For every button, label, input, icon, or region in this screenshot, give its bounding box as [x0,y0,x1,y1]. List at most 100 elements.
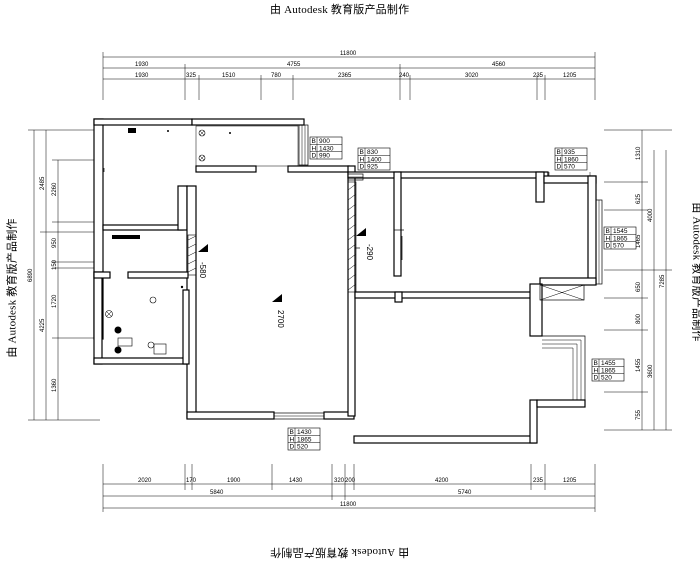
dim-top-row1-i: 235 [533,73,544,79]
dim-bottom-row1-f: 200 [345,478,356,484]
tag-2-d: 925 [367,164,378,171]
tag-3-h: 1860 [564,156,579,163]
tag-5-b: 1455 [601,360,616,367]
light-fixtures [105,129,231,354]
tag-5-d: 520 [601,375,612,382]
dim-left-row2-b: 4225 [40,318,46,332]
dim-right-row1-e: 800 [636,313,642,324]
svg-text:D: D [594,375,599,382]
svg-text:H: H [290,436,295,443]
tag-5-h: 1865 [601,367,616,374]
dim-right-row1-a: 1310 [636,146,642,160]
dim-top-row1-d: 1510 [222,73,236,79]
tag-4-b: 1545 [613,228,628,235]
dim-left-row1-b: 950 [52,237,58,248]
partition-hatch [112,181,357,293]
wall-ticks [103,168,404,260]
svg-text:B: B [594,360,598,367]
dim-right-row1-b: 625 [636,193,642,204]
window-tag-1: BHD 900 1430 990 [309,136,343,160]
dim-right-row1-c: 1465 [636,234,642,248]
level-label-a: -580 [198,262,207,279]
dim-top-row1-a: 1930 [135,62,149,68]
window-tag-6: BHD 1430 1865 520 [287,427,321,451]
svg-text:D: D [312,153,317,160]
dim-bottom-row1-i: 1205 [563,478,577,484]
tag-4-h: 1865 [613,235,628,242]
dim-bottom-row1-g: 4200 [435,478,449,484]
dim-top-row1-b: 1930 [135,73,149,79]
svg-text:H: H [606,235,611,242]
window-tag-5: BHD 1455 1865 520 [591,358,625,382]
tag-1-h: 1430 [319,145,334,152]
svg-text:B: B [290,429,294,436]
dim-top-row1-j: 1205 [563,73,577,79]
dim-right-row1-d: 650 [636,281,642,292]
windows [273,124,603,420]
dim-left-row1-c: 150 [52,259,58,270]
window-tag-4: BHD 1545 1865 570 [603,226,637,250]
fixtures [117,125,585,355]
dim-right-row2-b: 3600 [648,364,654,378]
dim-top-row1-h: 3020 [465,73,479,79]
tag-4-d: 570 [613,243,624,250]
dim-bottom-total: 11800 [340,502,357,508]
svg-text:D: D [557,164,562,171]
dim-top-row1-c: 325 [186,73,197,79]
dimension-lines-left: 6890 2485 4225 2260 950 150 1720 1360 [28,129,100,421]
svg-text:B: B [557,149,561,156]
dim-left-row1-a: 2260 [52,182,58,196]
dim-top-total: 11800 [340,51,357,57]
dim-top-row2-b: 4560 [492,62,506,68]
dim-bottom-row1-a: 2020 [138,478,152,484]
svg-text:D: D [290,444,295,451]
dimension-lines-top: 11800 4755 4560 1930 1930 325 1510 780 2… [102,51,596,100]
dimension-lines-right: 1310 625 1465 650 800 1455 755 4000 3600… [604,129,672,431]
tag-3-d: 570 [564,164,575,171]
dim-bottom-row1-d: 1430 [289,478,303,484]
level-label-b: -290 [365,244,374,261]
dim-top-row1-e: 780 [271,73,282,79]
svg-text:H: H [557,156,562,163]
svg-text:H: H [360,156,365,163]
watermark-top: 由 Autodesk 教育版产品制作 [270,4,410,16]
dim-right-row1-f: 1455 [636,358,642,372]
dim-left-row1-e: 1360 [52,378,58,392]
tag-6-d: 520 [297,444,308,451]
dim-right-row1-g: 755 [636,409,642,420]
tag-2-h: 1400 [367,156,382,163]
dim-top-row1-g: 240 [399,73,410,79]
dim-bottom-row1-e: 320 [334,478,345,484]
tag-2-b: 830 [367,149,378,156]
svg-text:D: D [360,164,365,171]
dim-right-row2-a: 4000 [648,208,654,222]
tag-6-h: 1865 [297,436,312,443]
svg-text:D: D [606,243,611,250]
tag-1-b: 900 [319,138,330,145]
dim-left-row1-d: 1720 [52,294,58,308]
tag-6-b: 1430 [297,429,312,436]
dim-bottom-row2-a: 5840 [210,490,224,496]
dim-top-row2-a: 4755 [287,62,301,68]
tag-3-b: 935 [564,149,575,156]
window-tag-2: BHD 830 1400 925 [357,147,391,171]
svg-text:B: B [606,228,610,235]
svg-text:B: B [312,138,316,145]
dim-top-row1-f: 2365 [338,73,352,79]
tag-1-d: 990 [319,153,330,160]
dim-bottom-row1-h: 235 [533,478,544,484]
dim-left-row2-a: 2485 [40,176,46,190]
svg-text:H: H [594,367,599,374]
dim-left-total: 6890 [28,268,34,282]
dimension-lines-bottom: 2020 170 1900 1430 320 200 4200 235 1205… [102,464,596,512]
dim-bottom-row1-c: 1900 [227,478,241,484]
dim-bottom-row2-b: 5740 [458,490,472,496]
walls [93,118,597,444]
window-tag-3: BHD 935 1860 570 [554,147,588,171]
dim-bottom-row1-b: 170 [186,478,197,484]
level-markers: -580 -290 2700 [198,228,374,328]
level-label-c: 2700 [276,310,285,328]
dim-right-total: 7285 [660,274,666,288]
svg-text:B: B [360,149,364,156]
